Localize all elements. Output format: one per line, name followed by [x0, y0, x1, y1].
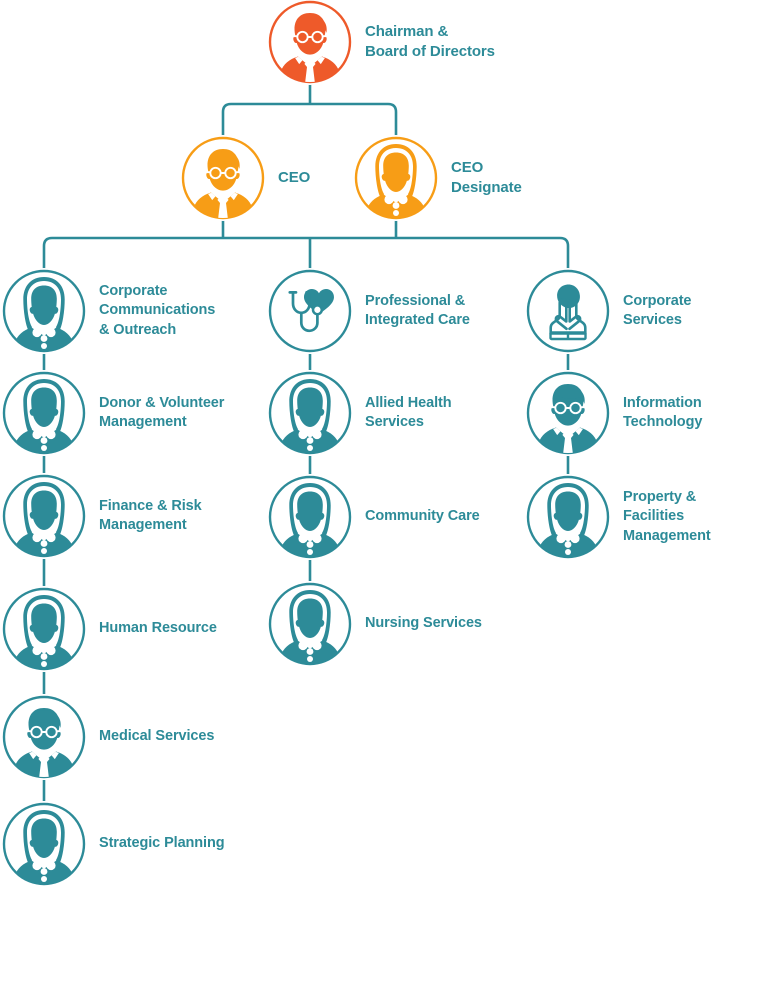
finance-risk-label: Finance & Risk Management	[99, 497, 202, 533]
chairman-label: Chairman & Board of Directors	[365, 23, 495, 60]
connector-level3-bus	[42, 236, 570, 272]
node-human-resource[interactable]: Human Resource	[1, 586, 217, 672]
professional-integrated-care-label: Professional & Integrated Care	[365, 292, 470, 328]
donor-volunteer-avatar	[1, 370, 87, 456]
strategic-planning-label: Strategic Planning	[99, 835, 225, 852]
human-resource-label: Human Resource	[99, 620, 217, 637]
community-care-avatar	[267, 474, 353, 560]
human-resource-avatar	[1, 586, 87, 672]
property-facilities-label: Property & Facilities Management	[623, 489, 711, 544]
node-donor-volunteer-management[interactable]: Donor & Volunteer Management	[1, 370, 224, 456]
node-allied-health-services[interactable]: Allied Health Services	[267, 370, 452, 456]
node-ceo[interactable]: CEO	[180, 135, 310, 221]
corporate-communications-label: Corporate Communications & Outreach	[99, 283, 216, 338]
ceo-avatar	[180, 135, 266, 221]
node-nursing-services[interactable]: Nursing Services	[267, 581, 482, 667]
connector-ceo-bus	[221, 102, 398, 138]
node-community-care[interactable]: Community Care	[267, 474, 480, 560]
medical-services-label: Medical Services	[99, 728, 215, 745]
corporate-services-label: Corporate Services	[623, 292, 692, 328]
nursing-services-avatar	[267, 581, 353, 667]
node-finance-risk-management[interactable]: Finance & Risk Management	[1, 473, 202, 559]
ceo-designate-label: CEO Designate	[451, 159, 522, 196]
strategic-planning-avatar	[1, 801, 87, 887]
node-corporate-communications-outreach[interactable]: Corporate Communications & Outreach	[1, 268, 215, 354]
donor-volunteer-label: Donor & Volunteer Management	[99, 394, 225, 430]
node-medical-services[interactable]: Medical Services	[1, 694, 214, 780]
property-facilities-avatar	[525, 474, 611, 560]
node-corporate-services[interactable]: Corporate Services	[525, 268, 691, 354]
stethoscope-heart-icon	[267, 268, 353, 354]
ceo-label: CEO	[278, 169, 311, 187]
node-professional-integrated-care[interactable]: Professional & Integrated Care	[267, 268, 470, 354]
community-care-label: Community Care	[365, 508, 480, 525]
medical-services-avatar	[1, 694, 87, 780]
chairman-avatar	[267, 0, 353, 85]
nursing-services-label: Nursing Services	[365, 615, 482, 632]
allied-health-label: Allied Health Services	[365, 394, 452, 430]
finance-risk-avatar	[1, 473, 87, 559]
caring-hands-icon	[525, 268, 611, 354]
corporate-communications-avatar	[1, 268, 87, 354]
node-information-technology[interactable]: Information Technology	[525, 370, 702, 456]
information-technology-label: Information Technology	[623, 394, 703, 430]
allied-health-avatar	[267, 370, 353, 456]
node-chairman[interactable]: Chairman & Board of Directors	[267, 0, 495, 85]
node-property-facilities-management[interactable]: Property & Facilities Management	[525, 474, 711, 560]
node-strategic-planning[interactable]: Strategic Planning	[1, 801, 225, 887]
information-technology-avatar	[525, 370, 611, 456]
ceo-designate-avatar	[353, 135, 439, 221]
node-ceo-designate[interactable]: CEO Designate	[353, 135, 522, 221]
